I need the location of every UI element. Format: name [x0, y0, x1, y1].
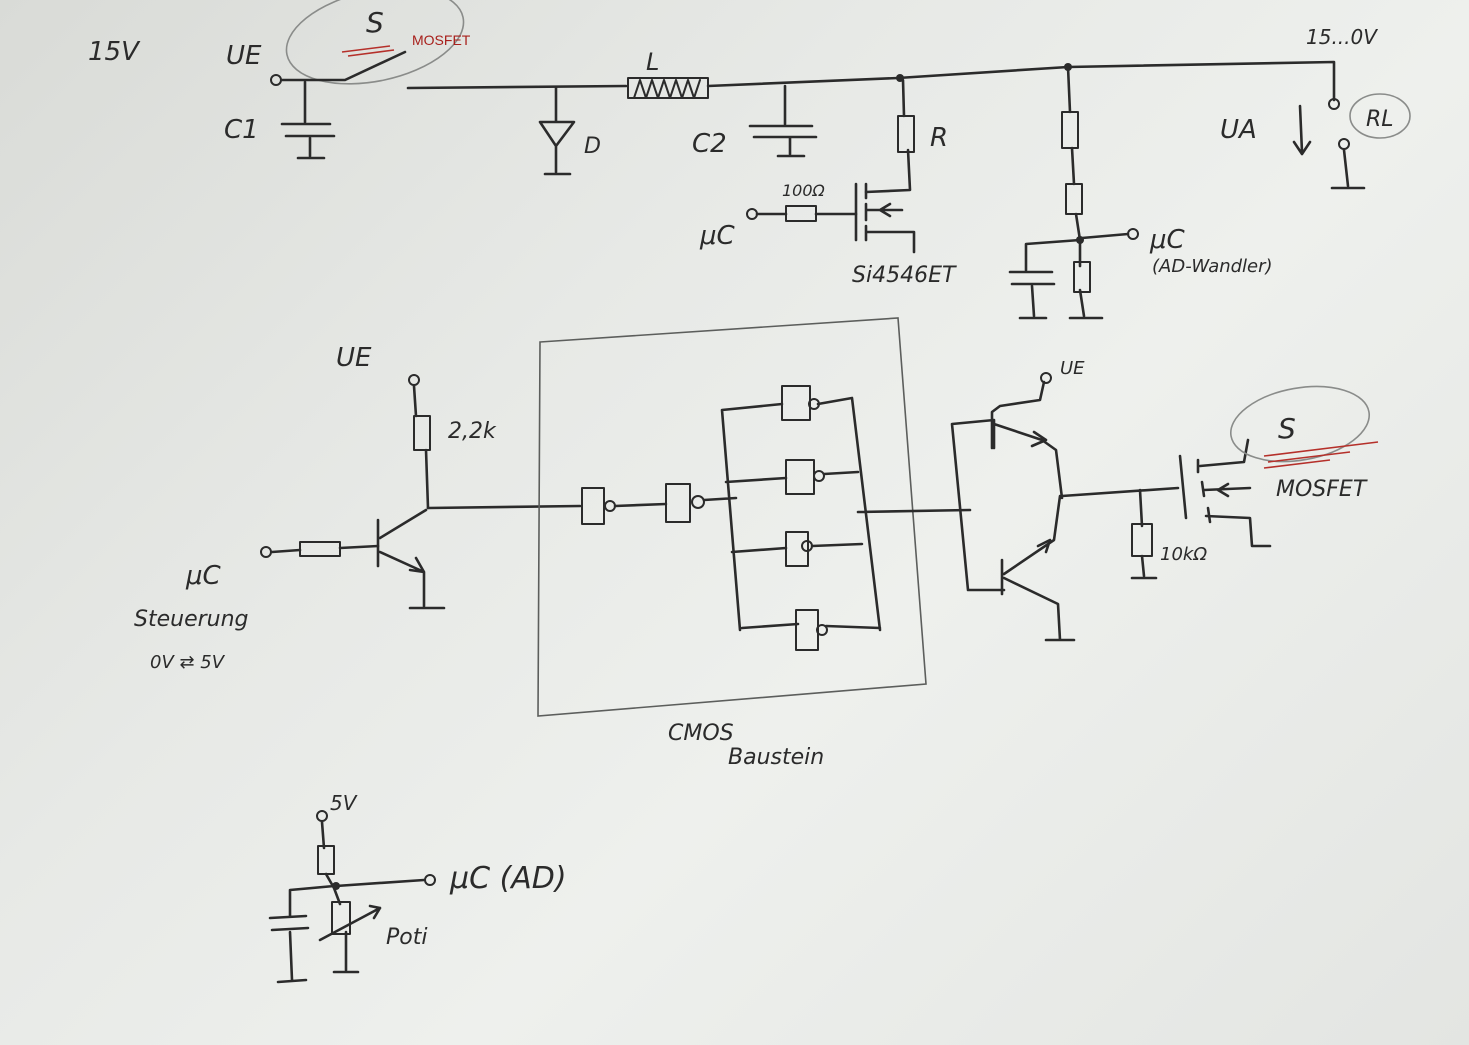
- inverter-4-bubble: [813, 470, 825, 482]
- resistor-r: [897, 115, 915, 153]
- inverter-3-bubble: [808, 398, 820, 410]
- poti-element: [331, 901, 351, 935]
- gate-pulldown-wiring: [1130, 488, 1158, 580]
- freewheel-diode: [538, 86, 576, 176]
- output-range-label: 15...0V: [1306, 25, 1378, 49]
- ue-supply-terminal: [408, 374, 420, 386]
- c1-label: C1: [224, 115, 259, 145]
- pullup-resistor: [413, 415, 431, 451]
- buck-converter: 15V UE S MOSFET C1 D L C2 R 100Ω: [88, 0, 1411, 320]
- push-pull-driver: [950, 380, 1180, 642]
- inverter-2-bubble: [691, 495, 705, 509]
- red-scribble-mid: [1263, 441, 1379, 469]
- bus-right: [706, 60, 1336, 102]
- output-terminal-top: [1328, 98, 1340, 110]
- poti-supply-label: 5V: [330, 791, 358, 815]
- switch-label-top: S: [366, 6, 384, 39]
- inv1-inv2-wire: [613, 502, 668, 508]
- gate-driver: UE 2,2k μC Steuerung 0V ⇄ 5V CMOS Bauste…: [134, 317, 1379, 770]
- inverter-5-bubble: [801, 540, 813, 552]
- inverter-2: [665, 483, 691, 523]
- inverter-6: [795, 609, 819, 651]
- ue-node-label: UE: [226, 41, 262, 71]
- switch-type-mid: MOSFET: [1276, 477, 1368, 502]
- fet-si4546: [854, 182, 916, 254]
- driver-supply-label: UE: [1060, 358, 1085, 379]
- mc-label-1: μC: [699, 221, 736, 251]
- fet-part-label: Si4546ET: [852, 263, 957, 288]
- switch-type-top: MOSFET: [412, 32, 471, 48]
- inductor-winding: [633, 79, 701, 99]
- bus-left: [406, 84, 628, 90]
- gate-pulldown-resistor: [1131, 523, 1153, 557]
- mc-ctrl-terminal: [260, 546, 272, 558]
- divider-r3: [1073, 261, 1091, 293]
- inverter-5: [785, 531, 809, 567]
- gate-pulldown-label: 10kΩ: [1160, 544, 1207, 565]
- inverter-1-bubble: [604, 500, 616, 512]
- switch-arm: [280, 50, 407, 82]
- diode-label: D: [584, 134, 601, 159]
- inverter-1: [581, 487, 605, 525]
- pullup-wiring: [412, 384, 430, 510]
- red-scribble-top: [341, 45, 395, 57]
- inverter-3: [781, 385, 811, 421]
- mc-terminal-1: [746, 208, 758, 220]
- base-resistor: [299, 541, 341, 557]
- parallel-inverter-wiring: [702, 396, 972, 632]
- poti-supply-terminal: [316, 810, 328, 822]
- poti-circuit: 5V μC (AD) Poti: [268, 791, 567, 984]
- output-wiring: [1292, 104, 1366, 190]
- cmos-chip-outline: [537, 317, 927, 717]
- c1-capacitor: [280, 80, 336, 160]
- ue-supply-label: UE: [336, 343, 372, 373]
- pullup-label: 2,2k: [448, 419, 497, 444]
- mc-ad-label: μC (AD): [449, 861, 567, 896]
- adc-note: (AD-Wandler): [1152, 256, 1273, 277]
- r-label: R: [930, 123, 948, 153]
- load-label: RL: [1366, 107, 1394, 132]
- mosfet-bottom: [1178, 438, 1272, 548]
- adc-wiring: [1008, 232, 1130, 320]
- mc-adc-label: μC: [1149, 225, 1186, 255]
- ue-terminal: [270, 74, 282, 86]
- mc-ad-terminal: [424, 874, 436, 886]
- inductor-body: [627, 77, 709, 99]
- npn-transistor: [376, 508, 446, 610]
- cmos-label-1: CMOS: [668, 721, 734, 746]
- poti-junction: [332, 882, 340, 890]
- driver-supply-terminal: [1040, 372, 1052, 384]
- switch-label-mid: S: [1278, 412, 1296, 445]
- mc-ctrl-label: μC: [185, 561, 222, 591]
- gate-resistor-100: [785, 205, 817, 222]
- inverter-4: [785, 459, 815, 495]
- control-label: Steuerung: [134, 607, 249, 632]
- control-range: 0V ⇄ 5V: [150, 652, 226, 673]
- divider-r1: [1061, 111, 1079, 149]
- inductor-label: L: [646, 48, 659, 76]
- input-voltage-label: 15V: [88, 37, 141, 67]
- poti-label: Poti: [386, 925, 427, 950]
- collector-line: [426, 504, 582, 510]
- switch-annotation-circle: [285, 0, 465, 85]
- ua-label: UA: [1220, 115, 1257, 145]
- switch-annotation-circle-2: [1229, 385, 1371, 463]
- cmos-label-2: Baustein: [728, 745, 824, 770]
- c2-capacitor: [748, 84, 818, 158]
- output-terminal-bottom: [1338, 138, 1350, 150]
- load-annotation-circle: [1349, 93, 1411, 139]
- inverter-6-bubble: [816, 624, 828, 636]
- divider-r2: [1065, 183, 1083, 215]
- poti-series-resistor: [317, 845, 335, 875]
- adc-terminal: [1127, 228, 1139, 240]
- gate-resistor-label: 100Ω: [782, 181, 826, 200]
- c2-label: C2: [692, 129, 727, 159]
- r-wiring: [864, 78, 912, 194]
- base-wiring: [270, 544, 380, 554]
